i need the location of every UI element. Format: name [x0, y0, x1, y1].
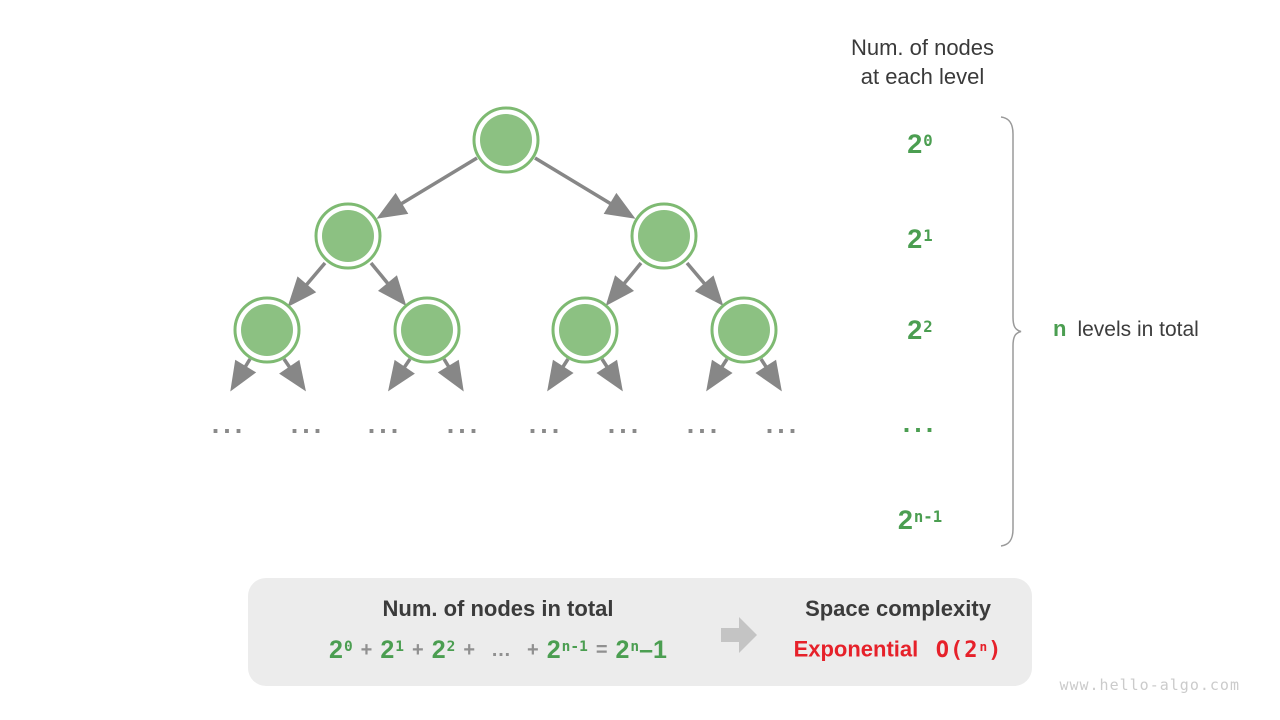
level-count-label: 20: [907, 129, 933, 160]
right-column-header: Num. of nodes at each level: [810, 33, 1035, 91]
summary-box: Num. of nodes in total 20+21+22+…+2n-1=2…: [248, 578, 1032, 686]
tree-node: [551, 296, 619, 364]
big-o-notation: O(2n): [935, 637, 1003, 663]
total-nodes-formula: 20 +21 +22 + … +2n-1 = 2n–1: [248, 630, 748, 671]
tree-node: [710, 296, 778, 364]
tree-ellipsis: ...: [367, 409, 403, 439]
level-count-label: ...: [902, 408, 938, 438]
tree-ellipsis: ...: [607, 409, 643, 439]
levels-total-label: n levels in total: [1053, 316, 1199, 342]
tree-ellipsis: ...: [686, 409, 722, 439]
watermark: www.hello-algo.com: [1059, 676, 1240, 694]
tree-node: [314, 202, 382, 270]
tree-node: [393, 296, 461, 364]
tree-ellipsis: ...: [528, 409, 564, 439]
level-count-label: 22: [907, 315, 933, 346]
total-nodes-title: Num. of nodes in total: [382, 596, 614, 621]
tree-ellipsis: ...: [446, 409, 482, 439]
tree-ellipsis: ...: [211, 409, 247, 439]
tree-node: [233, 296, 301, 364]
tree-nodes: [233, 106, 778, 364]
tree-edges: [230, 156, 782, 392]
formula-operator: +: [527, 638, 539, 661]
formula-operator: +: [360, 638, 373, 661]
header-line-2: at each level: [860, 64, 985, 89]
tree-ellipsis: ...: [290, 409, 326, 439]
space-complexity-title: Space complexity: [805, 596, 991, 621]
tree-node: [630, 202, 698, 270]
formula-term: 2n–1: [615, 635, 667, 664]
n-variable: n: [1053, 316, 1067, 341]
level-count-label: 21: [907, 224, 933, 255]
formula-operator: +: [463, 638, 476, 661]
formula-operator: +: [412, 638, 424, 661]
formula-term: 22: [431, 635, 456, 664]
right-arrow-icon: [721, 617, 757, 653]
complexity-result: Exponential O(2n): [758, 632, 1038, 669]
formula-operator: =: [595, 638, 608, 661]
tree-ellipsis: ...: [765, 409, 801, 439]
formula-term: 21: [380, 635, 404, 664]
levels-brace: [1000, 116, 1022, 547]
header-line-1: Num. of nodes: [850, 35, 995, 60]
formula-term: 20: [329, 635, 353, 664]
levels-total-text: levels in total: [1077, 318, 1199, 341]
formula-term: 2n-1: [546, 635, 588, 664]
tree-node-root: [472, 106, 540, 174]
formula-operator: …: [491, 638, 512, 661]
level-count-label: 2n-1: [897, 505, 943, 536]
complexity-word: Exponential: [793, 636, 919, 662]
